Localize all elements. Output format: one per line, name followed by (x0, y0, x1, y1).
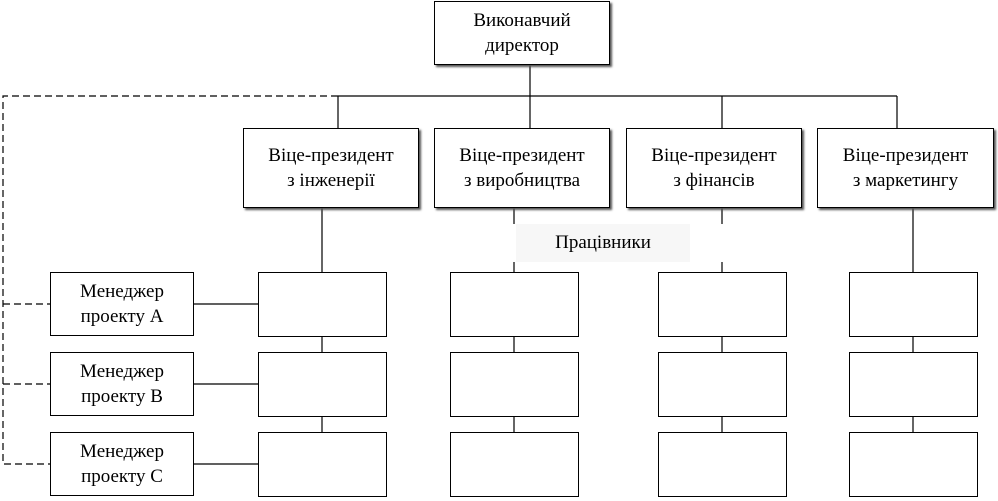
worker-box-r1-c2 (450, 272, 579, 337)
manager-label-b: Менеджер проекту В (80, 361, 164, 407)
worker-box-r1-c4 (849, 272, 978, 337)
dashed-connectors (2, 95, 338, 465)
workers-label: Працівники (516, 224, 690, 262)
vp-label-finance: Віце-президент з фінансів (651, 145, 777, 191)
worker-box-r2-c3 (658, 352, 787, 417)
dashed-main (2, 95, 338, 465)
worker-box-r2-c2 (450, 352, 579, 417)
worker-box-r1-c3 (658, 272, 787, 337)
worker-box-r3-c3 (658, 432, 787, 497)
worker-box-r1-c1 (258, 272, 387, 337)
worker-box-r3-c4 (849, 432, 978, 497)
worker-box-r2-c4 (849, 352, 978, 417)
vp-label-marketing: Віце-президент з маркетингу (842, 145, 969, 191)
ceo-box: Виконавчий директор (434, 1, 610, 65)
manager-box-b: Менеджер проекту В (50, 352, 194, 416)
ceo-label: Виконавчий директор (473, 10, 571, 56)
vp-label-engineering: Віце-президент з інженерії (268, 145, 394, 191)
manager-box-a: Менеджер проекту А (50, 272, 194, 336)
manager-label-a: Менеджер проекту А (80, 281, 164, 327)
worker-box-r3-c2 (450, 432, 579, 497)
vp-box-marketing: Віце-президент з маркетингу (817, 128, 994, 208)
manager-label-c: Менеджер проекту С (80, 441, 164, 487)
worker-box-r3-c1 (258, 432, 387, 497)
vp-label-production: Віце-президент з виробництва (459, 145, 585, 191)
worker-box-r2-c1 (258, 352, 387, 417)
vp-box-engineering: Віце-президент з інженерії (243, 128, 419, 208)
vp-box-finance: Віце-президент з фінансів (626, 128, 802, 208)
vp-box-production: Віце-президент з виробництва (434, 128, 610, 208)
manager-box-c: Менеджер проекту С (50, 432, 194, 496)
